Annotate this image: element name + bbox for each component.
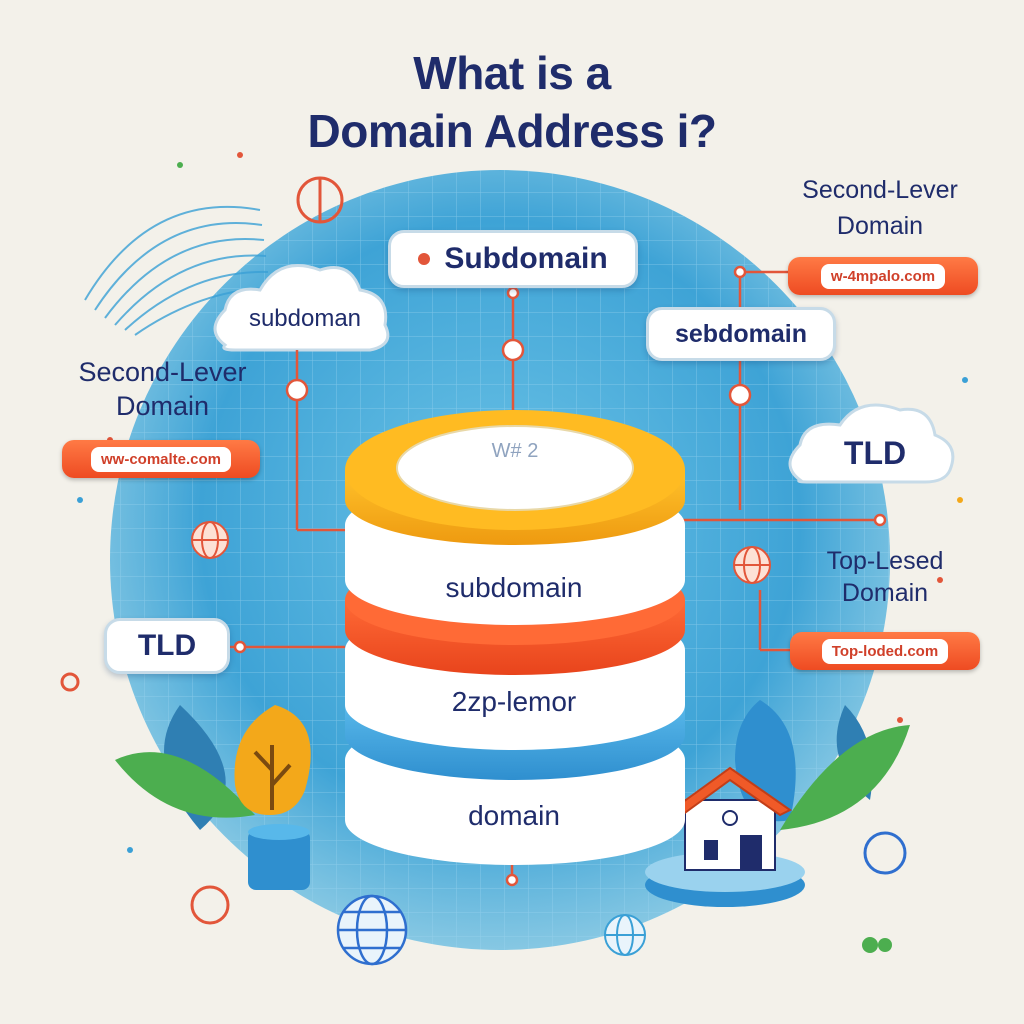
stack-layer-subdomain: subdomain <box>445 572 583 603</box>
left-cloud-label: subdoman <box>248 305 362 332</box>
right-top-url-text: Top-loded.com <box>821 638 949 664</box>
left-url-text: ww-comalte.com <box>90 446 232 472</box>
right-top-heading-line-2: Domain <box>841 579 929 607</box>
right-top-level-heading: Top-Lesed Domain <box>785 545 985 609</box>
cloud-icon <box>788 403 955 484</box>
right-subdomain-label: sebdomain <box>675 319 807 348</box>
globe-icon <box>336 894 408 966</box>
domain-stack <box>345 410 685 865</box>
tree-icon <box>234 705 311 890</box>
connector-dots <box>233 265 887 887</box>
stack-layer-domain: domain <box>468 800 560 831</box>
right-url-pill: w-4mpalo.com <box>788 257 978 295</box>
house-icon <box>645 766 805 907</box>
decor-circle <box>190 885 230 925</box>
right-top-heading-line-1: Top-Lesed <box>826 547 944 575</box>
dot-icon <box>418 253 431 265</box>
top-subdomain-pill: Subdomain <box>388 230 638 288</box>
confetti <box>77 152 968 953</box>
right-tld-label: TLD <box>843 435 907 471</box>
cloud-icon <box>213 264 390 352</box>
right-second-level-heading: Second-Lever Domain <box>770 172 990 244</box>
left-url-pill: ww-comalte.com <box>62 440 260 478</box>
left-tld-label: TLD <box>137 629 197 662</box>
stack-top-disc-label: W# 2 <box>491 440 539 462</box>
stack-layer-2zp-lemor: 2zp-lemor <box>451 686 577 717</box>
fingerprint-icon <box>84 206 271 336</box>
left-heading-line-2: Domain <box>115 391 210 421</box>
right-subdomain-pill: sebdomain <box>646 307 836 361</box>
left-heading-line-1: Second-Lever <box>78 357 247 387</box>
title-line-2: Domain Address i? <box>307 105 717 157</box>
right-heading-line-1: Second-Lever <box>802 176 958 204</box>
globe-icon <box>604 914 646 956</box>
decor-circle <box>863 831 907 875</box>
right-top-url-pill: Top-loded.com <box>790 632 980 670</box>
left-second-level-heading: Second-Lever Domain <box>40 355 285 423</box>
top-subdomain-label: Subdomain <box>444 242 608 275</box>
title-line-1: What is a <box>413 47 611 99</box>
page-title: What is a Domain Address i? <box>212 44 812 160</box>
left-tld-pill: TLD <box>104 618 230 674</box>
decor-circle <box>60 672 80 692</box>
leaf-icon <box>115 705 255 830</box>
globe-icon <box>733 546 771 584</box>
right-heading-line-2: Domain <box>836 212 924 240</box>
globe-icon <box>191 521 229 559</box>
right-url-text: w-4mpalo.com <box>820 263 946 289</box>
